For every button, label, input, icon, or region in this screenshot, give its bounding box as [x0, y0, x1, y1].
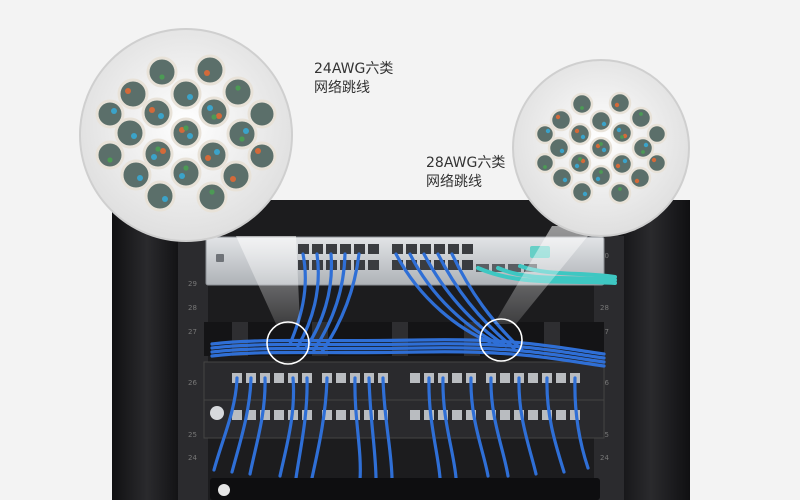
view-beam-28awg: [494, 226, 596, 324]
svg-text:26: 26: [188, 379, 197, 387]
svg-text:28: 28: [600, 304, 609, 312]
bottom-logo: [218, 484, 230, 496]
svg-text:29: 29: [188, 280, 197, 288]
callout-24awg-line1: 24AWG六类: [314, 61, 394, 77]
brand-logo: [216, 254, 224, 262]
svg-text:28: 28: [188, 304, 197, 312]
blue-patch-cables: [210, 252, 606, 482]
svg-text:27: 27: [600, 328, 609, 336]
svg-text:26: 26: [600, 379, 609, 387]
patch-panel-bottom: [203, 399, 605, 439]
view-beam-24awg: [236, 236, 300, 324]
callout-24awg-line2: 网络跳线: [314, 80, 370, 96]
svg-text:27: 27: [188, 328, 197, 336]
callout-28awg-line1: 28AWG六类: [426, 155, 506, 171]
cable-cross-section-28awg: [512, 59, 690, 237]
callout-28awg: 28AWG六类 网络跳线: [426, 154, 505, 192]
svg-text:25: 25: [188, 431, 197, 439]
detail-circle-24awg: [266, 321, 310, 365]
callout-24awg: 24AWG六类 网络跳线: [314, 60, 393, 98]
callout-28awg-line2: 网络跳线: [426, 174, 482, 190]
svg-text:24: 24: [600, 454, 609, 462]
bottom-panel: [210, 478, 600, 500]
detail-circle-28awg: [479, 318, 523, 362]
cable-cross-section-24awg: [79, 28, 293, 242]
svg-text:24: 24: [188, 454, 197, 462]
